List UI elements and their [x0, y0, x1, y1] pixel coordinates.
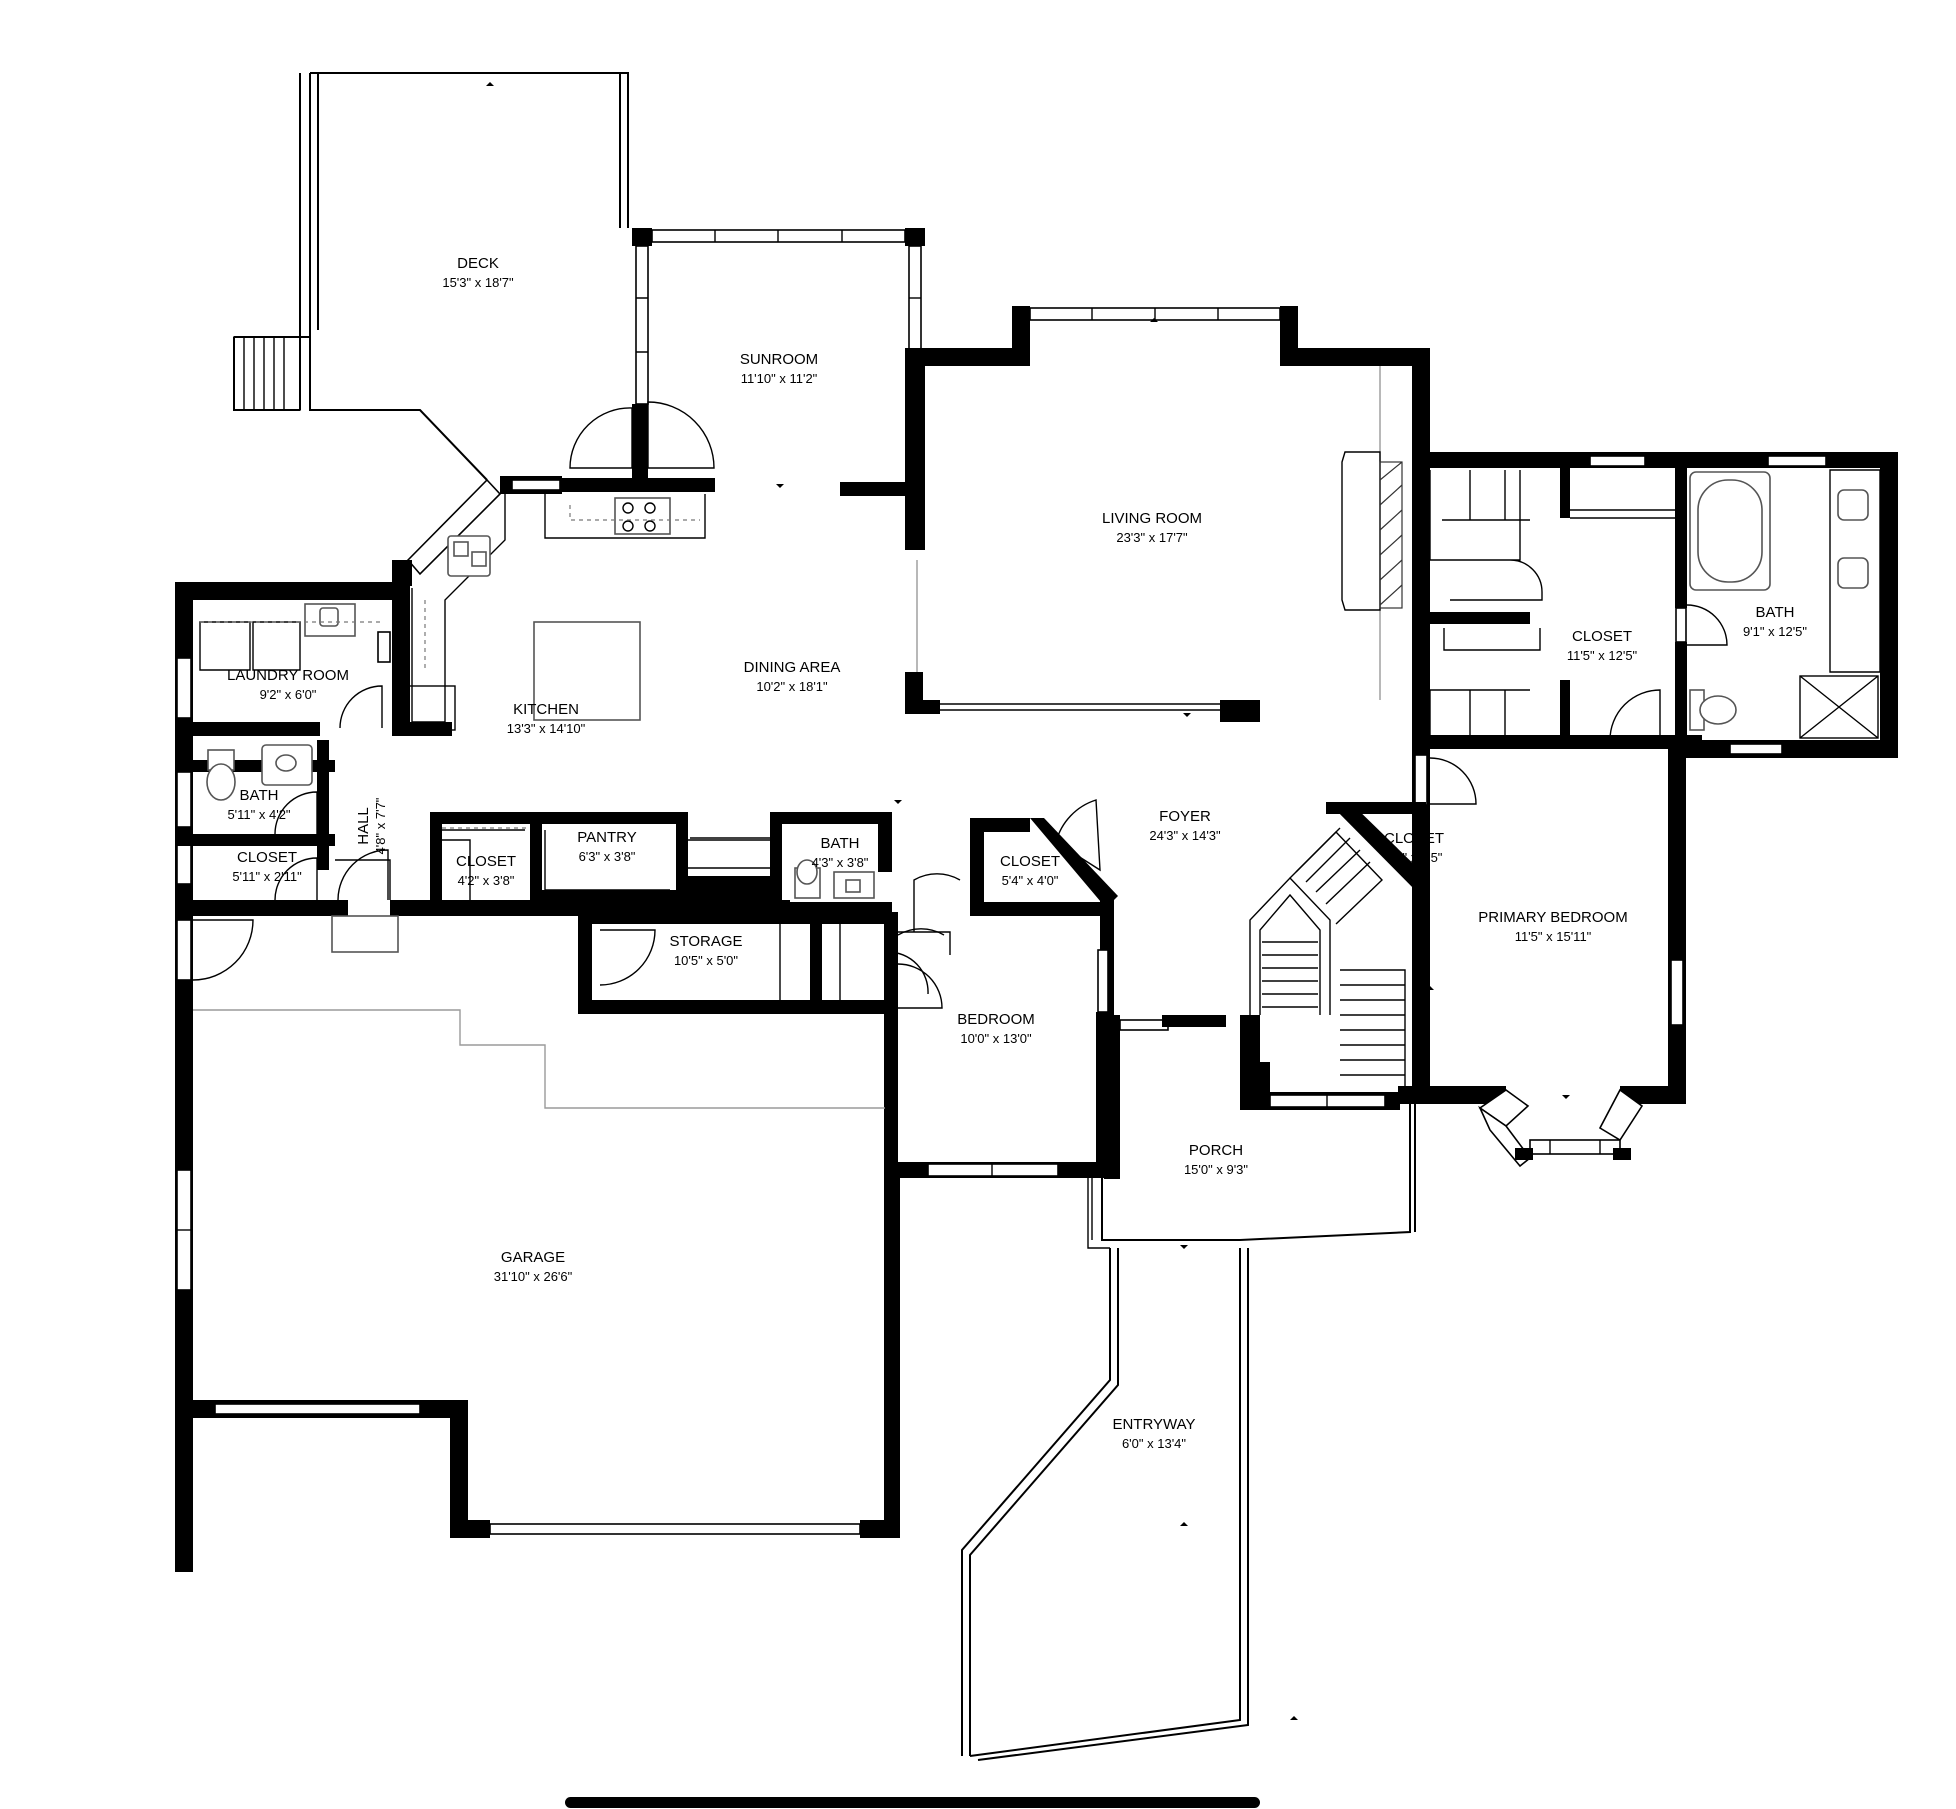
room-name-kitchen: KITCHEN [513, 701, 579, 718]
bathtub [1689, 471, 1771, 591]
room-name-closet-foyer: CLOSET [1000, 853, 1060, 870]
sunroom-walls [560, 228, 925, 550]
room-dims-sunroom: 11'10" x 11'2" [741, 371, 818, 386]
room-dims-porch: 15'0" x 9'3" [1184, 1162, 1248, 1177]
room-dims-primary-bath: 9'1" x 12'5" [1743, 624, 1807, 639]
room-name-living-room: LIVING ROOM [1102, 510, 1202, 527]
room-name-deck: DECK [457, 255, 499, 272]
room-dims-dining-area: 10'2" x 18'1" [756, 679, 828, 694]
room-dims-garage: 31'10" x 26'6" [494, 1269, 573, 1284]
kitchen-walls [175, 476, 790, 1572]
room-dims-closet-stair: 7'7" x 1'5" [1386, 850, 1443, 865]
storage-walls [578, 837, 888, 1014]
room-dims-living-room: 23'3" x 17'7" [1116, 530, 1188, 545]
shower [1799, 675, 1879, 739]
garage-walls [175, 1009, 900, 1538]
room-name-dining-area: DINING AREA [744, 659, 841, 676]
room-dims-primary-bedroom: 11'5" x 15'11" [1515, 929, 1592, 944]
toilet-primary [1689, 689, 1737, 731]
room-dims-closet-laundry: 5'11" x 2'11" [232, 869, 302, 884]
room-name-storage: STORAGE [669, 933, 742, 950]
room-dims-storage: 10'5" x 5'0" [674, 953, 738, 968]
room-dims-foyer: 24'3" x 14'3" [1149, 828, 1221, 843]
room-name-primary-bedroom: PRIMARY BEDROOM [1478, 909, 1627, 926]
room-name-closet-stair: CLOSET [1384, 830, 1444, 847]
room-name-primary-bath: BATH [1756, 604, 1795, 621]
home-indicator-bar[interactable] [565, 1797, 1260, 1808]
foyer-stairs-walls [961, 802, 1430, 1761]
room-name-bedroom: BEDROOM [957, 1011, 1035, 1028]
room-name-sunroom: SUNROOM [740, 351, 818, 368]
room-dims-bedroom: 10'0" x 13'0" [960, 1031, 1032, 1046]
west-utility-walls [192, 744, 399, 981]
foyer-closet-walls [887, 799, 1118, 1020]
kitchen-island [533, 621, 641, 721]
room-dims-closet-foyer: 5'4" x 4'0" [1002, 873, 1059, 888]
room-dims-deck: 15'3" x 18'7" [442, 275, 514, 290]
room-dims-closet-hall: 4'2" x 3'8" [458, 873, 515, 888]
room-dims-entryway: 6'0" x 13'4" [1122, 1436, 1186, 1451]
central-storage-walls [430, 812, 892, 914]
room-name-closet-hall: CLOSET [456, 853, 516, 870]
room-name-entryway: ENTRYWAY [1112, 1416, 1195, 1433]
room-name-porch: PORCH [1189, 1142, 1243, 1159]
room-name-garage: GARAGE [501, 1249, 565, 1266]
room-name-bath-half: BATH [821, 835, 860, 852]
room-dims-laundry-room: 9'2" x 6'0" [260, 687, 317, 702]
deck-stairs [233, 336, 301, 411]
room-dims-pantry: 6'3" x 3'8" [579, 849, 636, 864]
room-name-hall: HALL [355, 807, 372, 845]
bedroom-walls [884, 912, 1110, 1178]
room-dims-bath-half: 4'3" x 3'8" [812, 855, 869, 870]
room-name-bath-small: BATH [240, 787, 279, 804]
fireplace [1341, 451, 1403, 611]
vanity-sinks [1829, 469, 1881, 673]
primary-bedroom-walls [1398, 742, 1686, 1168]
room-labels: DECK 15'3" x 18'7" SUNROOM 11'10" x 11'2… [227, 255, 1807, 1451]
room-name-laundry-room: LAUNDRY ROOM [227, 667, 349, 684]
room-dims-bath-small: 5'11" x 4'2" [227, 807, 290, 822]
room-dims-primary-closet: 11'5" x 12'5" [1567, 648, 1638, 663]
room-name-foyer: FOYER [1159, 808, 1211, 825]
living-room-walls [905, 306, 1430, 722]
wall-markers [486, 82, 1570, 1720]
room-name-pantry: PANTRY [577, 829, 636, 846]
room-dims-kitchen: 13'3" x 14'10" [507, 721, 586, 736]
staircase [1249, 827, 1406, 1092]
room-name-closet-laundry: CLOSET [237, 849, 297, 866]
deck-outline [233, 72, 629, 481]
room-name-primary-closet: CLOSET [1572, 628, 1632, 645]
primary-suite-walls [1412, 452, 1898, 758]
room-dims-hall: 4'8" x 7'7" [373, 797, 388, 854]
